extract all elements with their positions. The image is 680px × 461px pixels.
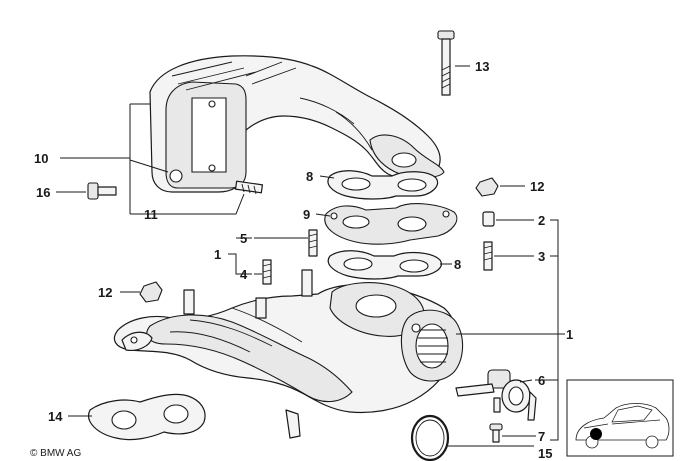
callout-1-small: 1 xyxy=(214,247,221,262)
callout-5: 5 xyxy=(240,231,247,246)
callout-2: 2 xyxy=(538,213,545,228)
stud-3 xyxy=(483,241,493,271)
bolt-16 xyxy=(87,182,117,200)
callout-16: 16 xyxy=(36,185,50,200)
callout-1-main: 1 xyxy=(566,327,573,342)
callouts: 13 10 16 11 8 9 12 2 3 5 1 4 8 12 1 6 14… xyxy=(34,59,573,461)
gasket-8-upper xyxy=(327,170,439,200)
location-marker-icon xyxy=(590,428,602,440)
nut-12-left xyxy=(139,281,163,303)
upper-intake-manifold xyxy=(149,55,445,193)
callout-8-lower: 8 xyxy=(454,257,461,272)
callout-4: 4 xyxy=(240,267,248,282)
callout-11: 11 xyxy=(144,207,158,222)
callout-14: 14 xyxy=(48,409,63,424)
throttle-flange xyxy=(400,309,464,382)
o-ring-15 xyxy=(410,414,450,461)
callout-3: 3 xyxy=(538,249,545,264)
callout-6: 6 xyxy=(538,373,545,388)
stud-11 xyxy=(234,180,264,195)
callout-12-left: 12 xyxy=(98,285,112,300)
nut-12-right xyxy=(475,177,499,197)
stud-5 xyxy=(308,229,318,257)
copyright-text: © BMW AG xyxy=(30,448,81,459)
callout-15: 15 xyxy=(538,446,552,461)
callout-7: 7 xyxy=(538,429,545,444)
gasket-14 xyxy=(88,331,206,441)
flange-9 xyxy=(324,203,458,245)
sleeve-2 xyxy=(482,211,495,227)
callout-12-right: 12 xyxy=(530,179,544,194)
callout-13: 13 xyxy=(475,59,489,74)
valve-6 xyxy=(455,369,537,421)
vehicle-thumbnail xyxy=(566,379,674,457)
lower-intake-manifold xyxy=(113,269,457,439)
screw-7 xyxy=(489,423,503,443)
leader-lines xyxy=(56,65,565,447)
bolt-13 xyxy=(437,30,455,96)
callout-10: 10 xyxy=(34,151,48,166)
stud-4 xyxy=(262,259,272,285)
gasket-8-lower xyxy=(327,250,442,280)
callout-9: 9 xyxy=(303,207,310,222)
callout-8-upper: 8 xyxy=(306,169,313,184)
